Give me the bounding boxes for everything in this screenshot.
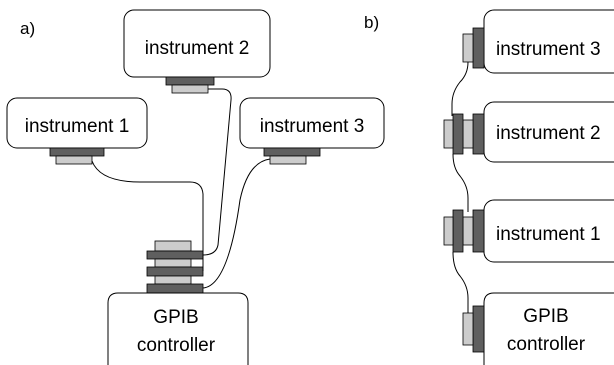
panel-b-instrument-1-stack-plug	[443, 216, 454, 246]
panel-b-controller-plug	[462, 312, 474, 346]
panel-a-gpib-controller: GPIB controller	[107, 292, 249, 365]
panel-b-instrument-2-connector	[472, 113, 485, 155]
panel-b-instrument-1-stack-connector	[452, 209, 464, 253]
panel-b-instrument-1-plug	[462, 216, 474, 246]
panel-b-cable-3-to-2	[451, 61, 469, 116]
panel-b-instrument-3-connector	[472, 27, 485, 69]
panel-a-instrument-1-plug	[55, 155, 93, 165]
panel-a-stack-plug-2	[154, 258, 192, 268]
panel-a-stack-connector-1	[146, 250, 204, 260]
panel-b-instrument-1-connector	[472, 209, 485, 253]
panel-a-instrument-3-label: instrument 3	[260, 116, 365, 137]
panel-a-instrument-1-connector	[49, 147, 105, 157]
panel-b-instrument-1: instrument 1	[443, 199, 614, 263]
panel-a-stack-plug-1	[154, 240, 192, 252]
panel-b-instrument-3-label: instrument 3	[496, 39, 601, 60]
panel-a-instrument-2-plug	[171, 84, 209, 94]
panel-b-cable-1-to-controller	[452, 251, 469, 313]
panel-b-controller-connector	[472, 305, 485, 353]
panel-b-instrument-3: instrument 3	[462, 9, 614, 74]
panel-a-controller-line1: GPIB	[153, 307, 198, 328]
panel-a-instrument-3: instrument 3	[239, 97, 385, 165]
panel-b-cable-2-to-1	[452, 153, 469, 212]
panel-b-instrument-3-plug	[462, 33, 474, 63]
panel-b-controller-line1: GPIB	[523, 306, 568, 327]
panel-a-instrument-1: instrument 1	[6, 97, 148, 165]
panel-a-stack-plug-3	[154, 275, 192, 285]
panel-a-instrument-2-connector	[165, 76, 215, 86]
panel-b: b) instrument 3 instrument 2 instrument …	[364, 9, 614, 365]
panel-b-gpib-controller: GPIB controller	[462, 292, 614, 365]
panel-b-label: b)	[364, 13, 379, 32]
panel-a-stack-connector-3	[146, 283, 204, 294]
panel-a: a) instrument 2 instrument 1 instrument …	[6, 9, 385, 365]
panel-b-instrument-2-stack-connector	[452, 113, 464, 155]
panel-b-gpib-controller-box	[483, 292, 614, 365]
panel-a-cable-instrument-2	[202, 88, 232, 256]
panel-a-stack-connector-2	[146, 266, 204, 277]
panel-b-controller-line2: controller	[507, 334, 586, 355]
panel-a-gpib-controller-box	[107, 292, 249, 365]
panel-b-instrument-2-stack-plug	[443, 119, 454, 149]
panel-b-instrument-2-plug	[462, 119, 474, 149]
panel-a-instrument-3-connector	[263, 147, 321, 157]
panel-a-cable-instrument-1	[91, 160, 204, 271]
panel-a-cable-instrument-3	[202, 158, 271, 289]
panel-b-instrument-1-label: instrument 1	[496, 224, 601, 245]
panel-a-instrument-1-label: instrument 1	[25, 116, 130, 137]
panel-a-controller-line2: controller	[137, 335, 216, 356]
panel-a-label: a)	[20, 19, 35, 38]
panel-a-controller-connector-stack	[146, 240, 204, 294]
panel-a-instrument-2: instrument 2	[123, 9, 271, 94]
panel-a-instrument-3-plug	[269, 155, 307, 165]
panel-b-instrument-2: instrument 2	[443, 101, 614, 163]
panel-b-instrument-2-label: instrument 2	[496, 123, 601, 144]
panel-a-instrument-2-label: instrument 2	[145, 38, 250, 59]
